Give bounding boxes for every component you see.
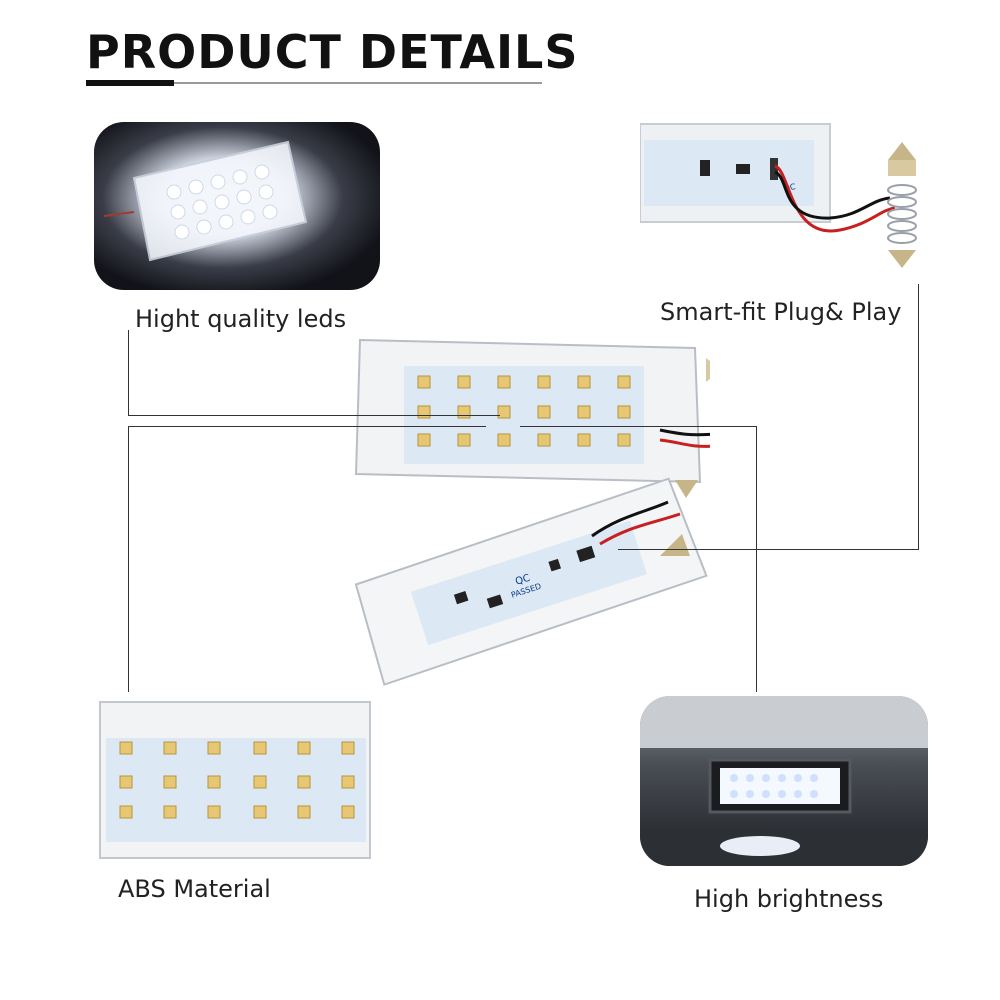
caption-plug: Smart-fit Plug& Play xyxy=(660,298,902,326)
callout-line-leds xyxy=(128,415,500,416)
caption-abs: ABS Material xyxy=(118,875,271,903)
caption-leds: Hight quality leds xyxy=(135,305,347,333)
callout-line-leds xyxy=(128,330,129,416)
callout-line-plug xyxy=(918,284,919,550)
page-title: PRODUCT DETAILS xyxy=(86,25,579,79)
callout-line-abs xyxy=(128,426,129,692)
photo-led-glow xyxy=(94,122,380,290)
photo-product-main: QC PASSED xyxy=(330,330,710,700)
callout-line-plug xyxy=(618,549,918,550)
svg-text:QC: QC xyxy=(783,182,797,193)
caption-brightness: High brightness xyxy=(694,885,884,913)
photo-installed-car xyxy=(640,696,928,866)
title-underline xyxy=(86,82,542,84)
photo-abs-material xyxy=(94,700,374,860)
qc-mark: QC xyxy=(514,573,532,588)
photo-plug-detail: QC xyxy=(640,120,930,280)
callout-line-brightness xyxy=(520,426,756,427)
title-underline-accent xyxy=(86,80,174,86)
callout-line-abs xyxy=(128,426,486,427)
callout-line-brightness xyxy=(756,426,757,692)
